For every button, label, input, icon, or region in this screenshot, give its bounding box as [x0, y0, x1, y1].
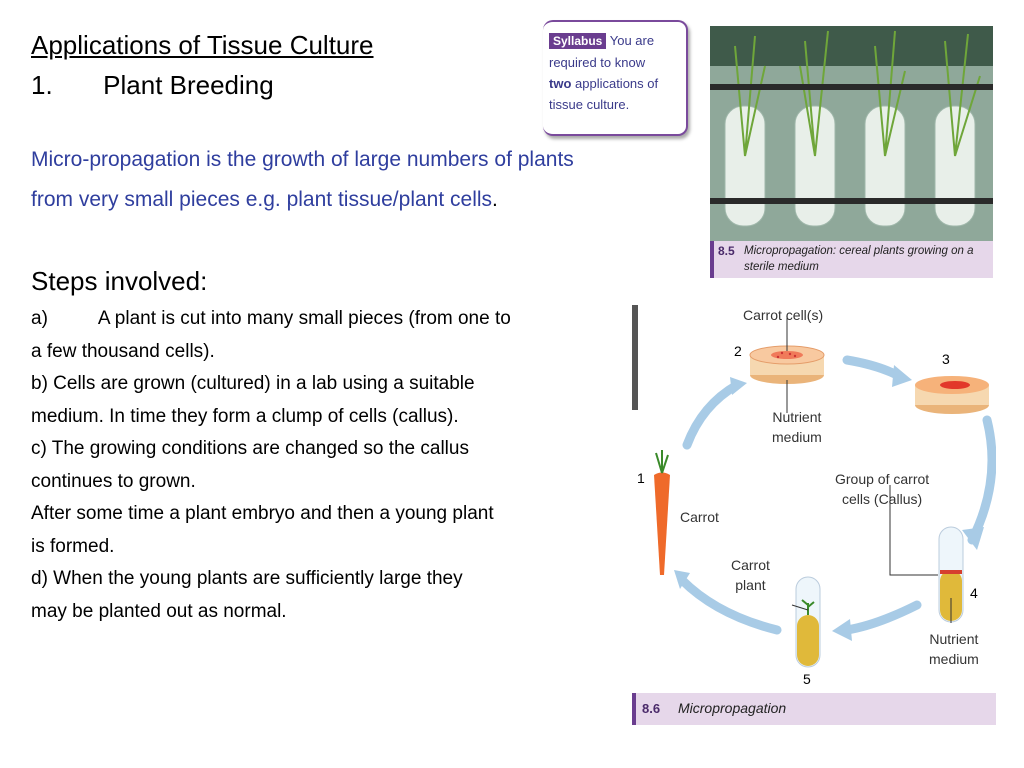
step-line: is formed. — [31, 535, 115, 557]
caption-line: sterile medium — [744, 261, 819, 273]
syllabus-line: required to know — [549, 55, 646, 70]
label-line: cells (Callus) — [842, 491, 923, 507]
step-line: medium. In time they form a clump of cel… — [31, 405, 459, 427]
label-group-callus: Group of carrot cells (Callus) — [835, 469, 929, 509]
caption-text: Micropropagation: cereal plants growing … — [744, 243, 974, 275]
carrot-illustration — [654, 450, 670, 575]
arrow-4-to-5 — [842, 600, 922, 635]
caption-line: Micropropagation: cereal plants growing … — [744, 245, 974, 257]
step-line: After some time a plant embryo and then … — [31, 503, 494, 524]
syllabus-box: Syllabus You are required to know two ap… — [543, 20, 688, 136]
label-nutrient-medium-top: Nutrient medium — [772, 407, 822, 447]
label-line: Nutrient — [929, 631, 979, 647]
definition: Micro-propagation is the growth of large… — [31, 140, 574, 220]
syllabus-content: Syllabus You are required to know two ap… — [549, 30, 684, 115]
syllabus-line: You are — [609, 33, 655, 48]
step-number-2: 2 — [734, 343, 742, 359]
photo-caption: 8.5 Micropropagation: cereal plants grow… — [710, 241, 993, 278]
cut-off-edge — [632, 305, 638, 410]
label-nutrient-medium-bottom: Nutrient medium — [929, 629, 979, 669]
micropropagation-diagram: Carrot cell(s) 2 3 Nutrient medium Group… — [632, 305, 997, 725]
test-tube-5 — [795, 576, 821, 668]
step-line: d) When the young plants are sufficientl… — [31, 568, 463, 589]
syllabus-bold-word: two — [549, 76, 572, 91]
petri-dish-2 — [749, 345, 825, 384]
step-line: a few thousand cells). — [31, 340, 215, 362]
page-title: Applications of Tissue Culture — [31, 30, 374, 60]
cycle-svg — [632, 305, 997, 668]
step-number-5: 5 — [803, 671, 811, 687]
caption-number: 8.6 — [642, 701, 661, 716]
step-line: a) A plant is cut into many small pieces … — [31, 303, 621, 336]
label-line: Group of carrot — [835, 471, 930, 487]
definition-line-1: Micro-propagation is the growth of large… — [31, 148, 574, 171]
step-text: A plant is cut into many small pieces (f… — [97, 308, 511, 329]
syllabus-badge: Syllabus — [549, 33, 607, 49]
arrow-1-to-2 — [682, 380, 742, 450]
label-carrot-cells: Carrot cell(s) — [743, 307, 824, 323]
step-line: may be planted out as normal. — [31, 600, 287, 622]
subheading-number: 1. — [31, 70, 53, 100]
petri-dish-3 — [915, 376, 989, 414]
subheading: 1. Plant Breeding — [31, 70, 274, 101]
cereal-tubes-photo — [710, 26, 993, 241]
definition-line-2: from very small pieces e.g. plant tissue… — [31, 188, 493, 211]
step-line: c) The growing conditions are changed so… — [31, 438, 469, 459]
photo-figure: 8.5 Micropropagation: cereal plants grow… — [710, 26, 993, 278]
label-line: plant — [735, 577, 766, 593]
label-line: Nutrient — [772, 409, 822, 425]
definition-period: . — [492, 188, 498, 211]
step-line: b) Cells are grown (cultured) in a lab u… — [31, 373, 475, 394]
label-carrot-plant: Carrot plant — [731, 555, 770, 595]
label-line: medium — [929, 651, 979, 667]
test-tube-4 — [938, 526, 964, 623]
label-line: Carrot — [731, 557, 770, 573]
caption-text: Micropropagation — [678, 700, 787, 716]
label-carrot: Carrot — [680, 509, 719, 525]
arrow-3-to-4 — [967, 415, 997, 545]
diagram-caption: 8.6 Micropropagation — [632, 693, 996, 725]
caption-number: 8.5 — [718, 244, 735, 258]
label-line: medium — [772, 429, 822, 445]
arrow-2-to-3 — [842, 355, 902, 380]
syllabus-line: tissue culture. — [549, 97, 630, 112]
steps-list: a) A plant is cut into many small pieces … — [31, 303, 621, 628]
step-line: continues to grown. — [31, 470, 196, 492]
step-marker: a) — [31, 308, 48, 329]
step-number-4: 4 — [970, 585, 978, 601]
step-number-1: 1 — [637, 470, 645, 486]
arrow-5-to-1 — [677, 575, 782, 635]
subheading-text: Plant Breeding — [103, 70, 274, 100]
steps-title: Steps involved: — [31, 266, 208, 296]
step-number-3: 3 — [942, 351, 950, 367]
